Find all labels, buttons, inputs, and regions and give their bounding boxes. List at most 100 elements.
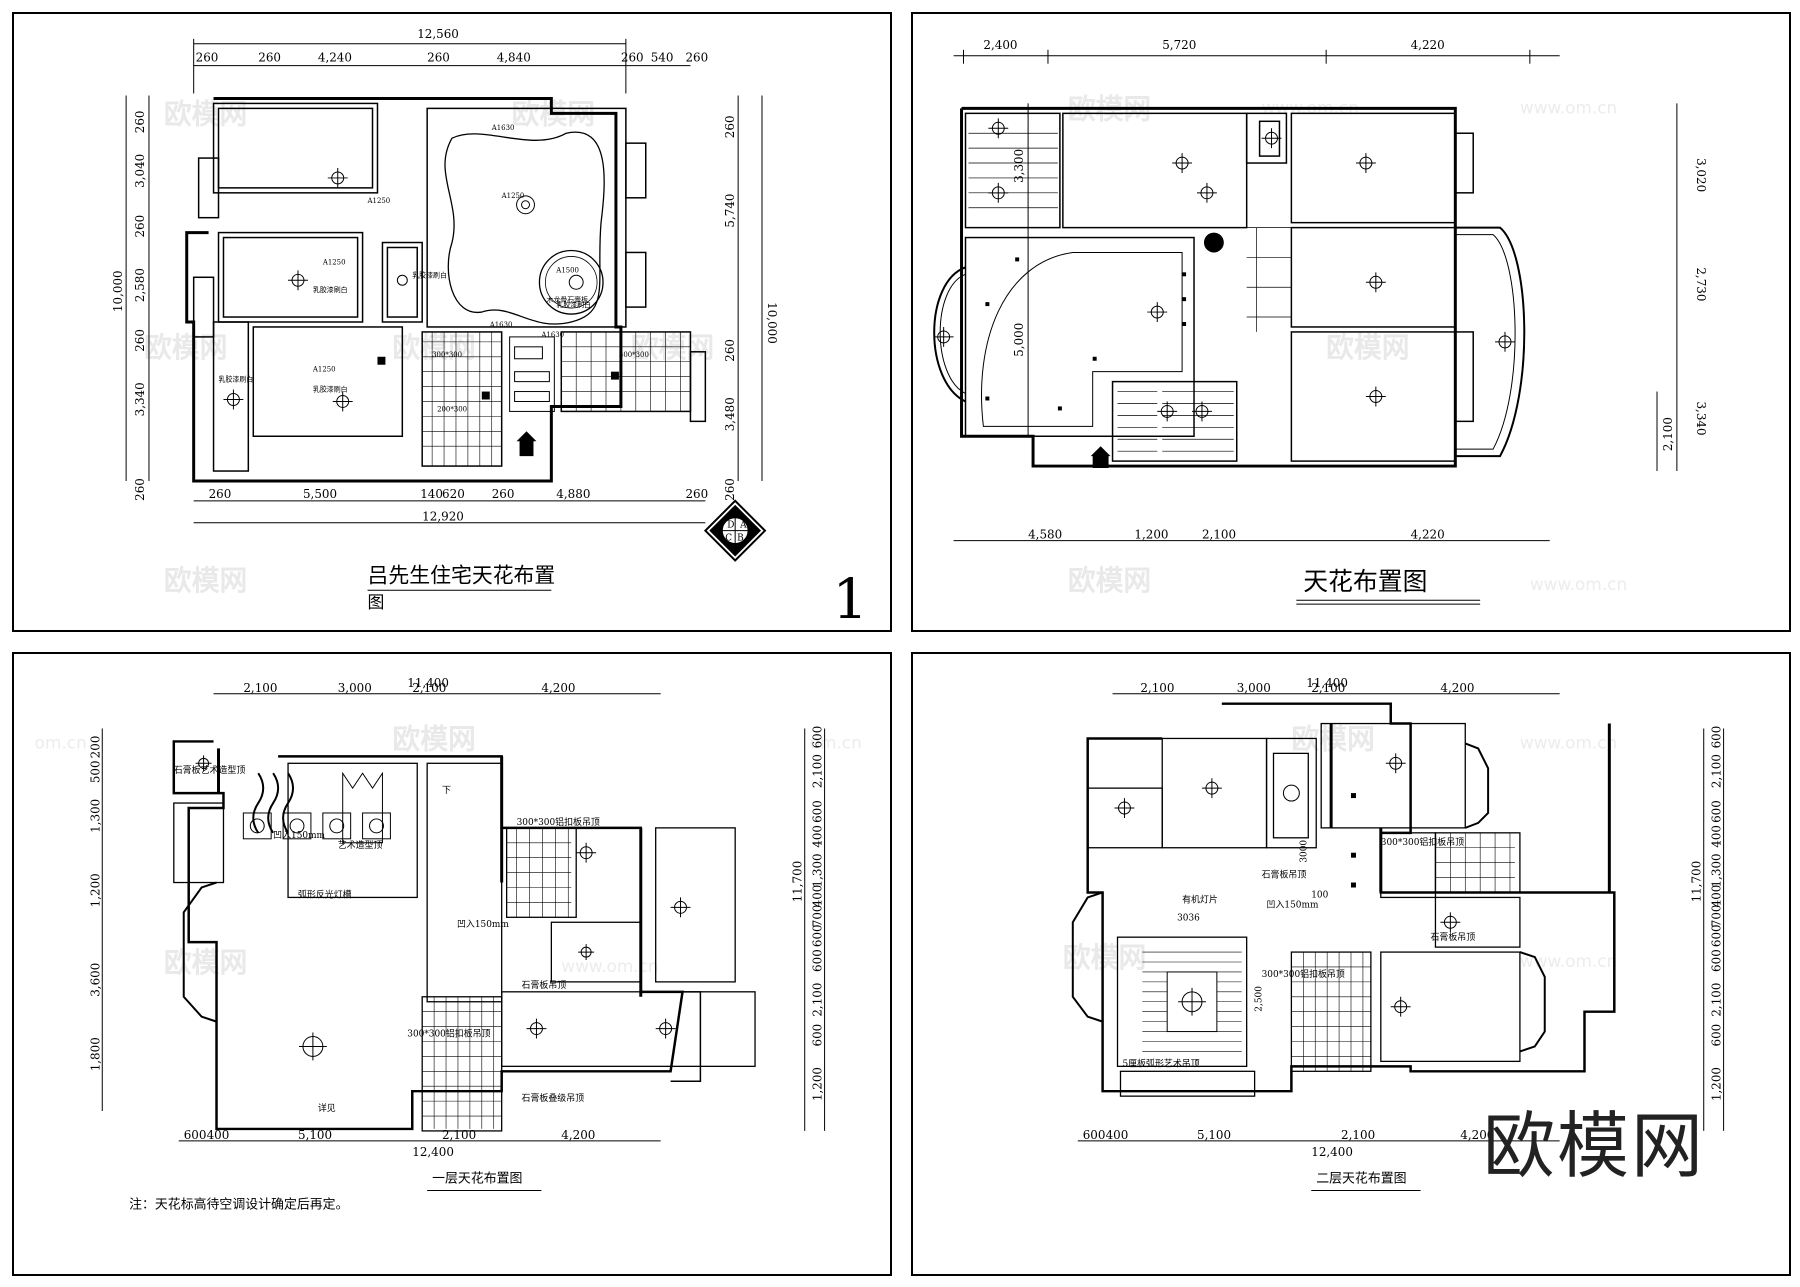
pendant-light-icon xyxy=(1203,232,1224,253)
svg-text:欧模网: 欧模网 xyxy=(1326,331,1409,364)
sheet-title: 天花布置图 xyxy=(1303,567,1427,596)
plan-drawing-1: 欧模网 欧模网 欧模网 欧模网 欧模网 欧模网 12,560 260 260 4… xyxy=(111,27,868,630)
dim-text: 600 xyxy=(1710,726,1724,749)
tile-grid xyxy=(422,331,691,467)
ceiling-label: 5厘板弧形艺术吊顶 xyxy=(1122,1057,1199,1069)
dim-text: 600 xyxy=(811,800,825,823)
dim-text: 12,920 xyxy=(422,510,464,524)
dim-text: 12,560 xyxy=(417,27,459,41)
dim-text: 2,100 xyxy=(1311,681,1345,695)
dim-text: 4,220 xyxy=(1411,528,1445,542)
ceiling-label: 艺术造型顶 xyxy=(338,839,383,851)
dim-text: 11,400 xyxy=(407,676,449,690)
sheet-title: 二层天花布置图 xyxy=(1316,1171,1406,1187)
dim-text: 600 xyxy=(811,949,825,972)
room-label: A1250 xyxy=(312,366,336,374)
dim-text: 2,400 xyxy=(983,38,1017,52)
walls xyxy=(960,106,1457,468)
svg-text:欧模网: 欧模网 xyxy=(392,331,475,364)
dim-text: 4,200 xyxy=(1440,681,1474,695)
ceiling-label: 300*300铝扣板吊顶 xyxy=(1381,836,1464,848)
room-label: 乳胶漆刷白 xyxy=(412,270,447,279)
dim-text: 600 xyxy=(811,1024,825,1047)
room-label: A1500 xyxy=(555,266,579,274)
ceiling-label: 弧形反光灯槽 xyxy=(298,888,352,900)
dim-text: 200 xyxy=(88,736,102,759)
svg-text:欧模网: 欧模网 xyxy=(144,331,227,364)
ceiling-label: 凹入150mm xyxy=(1267,900,1319,910)
ceiling-label: 凹入150mm xyxy=(273,831,325,841)
dim-text: 5,100 xyxy=(1197,1128,1231,1142)
dim-text: 5,500 xyxy=(303,487,337,501)
dim-text: 2,100 xyxy=(811,983,825,1017)
ceiling-label: 石膏板吊顶 xyxy=(1262,869,1307,881)
dim-text: 11,700 xyxy=(791,861,805,903)
dim-text: 4,220 xyxy=(1411,38,1445,52)
dim-text: 2,100 xyxy=(1710,754,1724,788)
dim-text: 3,600 xyxy=(88,963,102,997)
dim-text: 260 xyxy=(133,329,147,352)
dim-text: 260 xyxy=(427,51,450,65)
ceiling-label: 石膏板吊顶 xyxy=(1430,931,1475,943)
dim-text: 2,100 xyxy=(1661,417,1675,451)
svg-text:B: B xyxy=(737,534,744,544)
room-label: 300*300 xyxy=(432,351,462,359)
dim-text: 3,000 xyxy=(1237,681,1271,695)
ceiling-label: 3000 xyxy=(1299,840,1309,863)
dim-text: 2,100 xyxy=(1140,681,1174,695)
sheet-number: 1 xyxy=(833,567,868,630)
svg-text:www.om.cn: www.om.cn xyxy=(1520,732,1617,752)
room-label: 200*300 xyxy=(437,405,467,413)
dim-text: 2,730 xyxy=(1694,267,1708,301)
dim-text: 12,400 xyxy=(1311,1145,1353,1159)
ceiling-label: 300*300铝扣板吊顶 xyxy=(517,816,600,828)
ceiling-lights xyxy=(223,168,584,412)
dim-text: 140 xyxy=(420,487,443,501)
dim-text: 1,200 xyxy=(1710,1067,1724,1101)
sheet-title-continued: 图 xyxy=(368,592,385,612)
dim-text: 600 xyxy=(184,1128,207,1142)
svg-text:D: D xyxy=(727,521,734,531)
dim-text: 3,000 xyxy=(338,681,372,695)
svg-text:欧模网: 欧模网 xyxy=(164,564,247,597)
ceiling-label: 有机灯片 xyxy=(1182,893,1218,905)
dim-text: 4,200 xyxy=(1460,1128,1494,1142)
dim-text: 2,100 xyxy=(442,1128,476,1142)
plan-drawing-3: 欧模网 om.cn om.cn 欧模网 www.om.cn 11,400 2,1… xyxy=(35,676,862,1213)
ceiling-label: 石膏板艺术造型顶 xyxy=(174,764,246,776)
svg-text:om.cn: om.cn xyxy=(810,732,862,752)
dim-text: 600 xyxy=(811,924,825,947)
dim-top xyxy=(193,38,691,94)
dim-text: 3,300 xyxy=(1012,149,1026,183)
dim-text: 260 xyxy=(209,487,232,501)
dim-text: 3,340 xyxy=(133,382,147,416)
dim-text: 2,500 xyxy=(1255,986,1265,1012)
dim-text: 260 xyxy=(133,215,147,238)
dim-text: 4,200 xyxy=(561,1128,595,1142)
svg-text:www.om.cn: www.om.cn xyxy=(1530,574,1627,594)
dim-text: 260 xyxy=(133,478,147,501)
dim-text: 5,100 xyxy=(298,1128,332,1142)
dim-text: 10,000 xyxy=(765,302,779,344)
dim-text: 1,300 xyxy=(1710,853,1724,887)
dim-text: 4,840 xyxy=(497,51,531,65)
dim-text: 2,580 xyxy=(133,268,147,302)
svg-text:欧模网: 欧模网 xyxy=(1068,564,1151,597)
watermark-logo: 欧模网 xyxy=(1482,1104,1705,1188)
dim-text: 400 xyxy=(811,825,825,848)
dim-text: 1,200 xyxy=(88,873,102,907)
room-label: 乳胶漆刷白 xyxy=(313,385,348,394)
dim-text: 1,200 xyxy=(1134,528,1168,542)
watermark: 欧模网 欧模网 欧模网 欧模网 欧模网 欧模网 xyxy=(144,97,714,597)
ceiling-lights xyxy=(933,118,1515,422)
ceiling-label: 下 xyxy=(442,786,451,796)
dim-text: 400 xyxy=(1710,825,1724,848)
svg-text:A: A xyxy=(739,521,747,531)
dim-text: 600 xyxy=(1083,1128,1106,1142)
sheet-1-ceiling-plan: 欧模网 欧模网 欧模网 欧模网 欧模网 欧模网 12,560 260 260 4… xyxy=(12,12,892,632)
dim-text: 4,580 xyxy=(1028,528,1062,542)
ceiling-label: 石膏板叠级吊顶 xyxy=(522,1092,585,1104)
dim-text: 2,100 xyxy=(1202,528,1236,542)
room-label: A1250 xyxy=(322,258,346,266)
dim-text: 11,700 xyxy=(1690,861,1704,903)
